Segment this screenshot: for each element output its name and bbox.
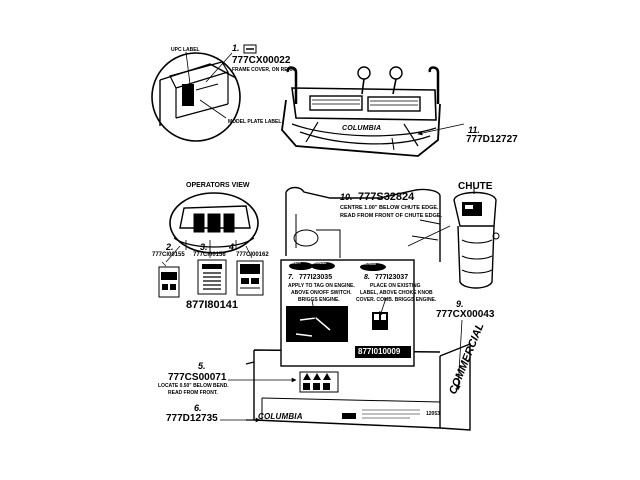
handle-assembly-drawing (281, 66, 465, 157)
callout-1-number: 1. (232, 43, 240, 53)
part-1-icon (243, 44, 257, 54)
callout-5-part: 777CS00071 (168, 372, 227, 383)
callout-6-number: 6. (194, 403, 202, 413)
callout-3-number: 3. (200, 242, 208, 252)
tag-oval-right (360, 263, 386, 271)
callout-1-part: 777CX00022 (232, 55, 291, 66)
model-plate-label-text: MODEL PLATE LABEL (228, 119, 282, 125)
callout-8-part: 777I23037 (375, 274, 409, 281)
tag-oval-mid (311, 262, 335, 270)
decal-set-part: 877I80141 (186, 299, 238, 311)
decal-2-drawing (158, 266, 180, 298)
callout-5-note-1: LOCATE 0.50" BELOW BEND. (158, 383, 229, 389)
decal-4-drawing (236, 260, 264, 296)
callout-7-part: 777I23035 (299, 274, 333, 281)
tag-warning-text: WARNING (312, 261, 327, 265)
tag-safety-text: SAFETY (289, 261, 301, 265)
engine-label-panel (280, 259, 415, 367)
callout-3-part: 777CI00156 (193, 252, 226, 258)
callout-10-note-2: READ FROM FRONT OF CHUTE EDGE. (340, 213, 443, 219)
callout-6-part: 777D12735 (166, 413, 218, 424)
tag-caution-text: CAUTION (362, 262, 376, 266)
callout-8-note-1: PLACE ON EXISTING (370, 283, 421, 289)
callout-7-note-1: APPLY TO TAG ON ENGINE. (288, 283, 355, 289)
callout-5-number: 5. (198, 361, 206, 371)
callout-4-part: 777CI00162 (236, 252, 269, 258)
callout-10-part: 777S32824 (358, 191, 415, 203)
callout-7-number: 7. (288, 274, 294, 281)
engine-label-part: 877I010009 (358, 347, 401, 356)
brand-top: COLUMBIA (342, 125, 382, 132)
callout-9-number: 9. (456, 299, 464, 309)
chute-drawing (453, 184, 500, 289)
callout-8-note-3: COVER. COMB. BRIGGS ENGINE. (356, 297, 437, 303)
operators-view-drawing (169, 192, 259, 254)
callout-10-note-1: CENTRE 1.00" BELOW CHUTE EDGE. (340, 205, 439, 211)
warning-decal-drawing (299, 371, 339, 393)
callout-7-note-3: BRIGGS ENGINE. (298, 297, 340, 303)
decal-3-drawing (197, 259, 227, 295)
operators-view-heading: OPERATORS VIEW (186, 182, 250, 189)
brand-front: COLUMBIA (258, 412, 303, 421)
callout-2-part: 777CI00155 (152, 252, 185, 258)
callout-8-number: 8. (364, 274, 370, 281)
callout-2-number: 2. (166, 242, 174, 252)
callout-4-number: 4. (229, 242, 237, 252)
frame-detail-circle (151, 51, 241, 142)
tag-oval-left (289, 262, 313, 270)
callout-9-part: 777CX00043 (436, 309, 495, 320)
callout-7-note-2: ABOVE ON/OFF SWITCH. (291, 290, 352, 296)
callout-10-number: 10. (340, 192, 353, 202)
model-number-text: 12053 (426, 411, 440, 417)
chute-heading: CHUTE (458, 181, 493, 192)
upc-label-text: UPC LABEL (171, 47, 200, 53)
callout-8-note-2: LABEL, ABOVE CHOKE KNOB (360, 290, 433, 296)
small-plate (342, 413, 356, 419)
callout-11-number: 11. (468, 125, 480, 135)
callout-5-note-2: READ FROM FRONT. (168, 390, 218, 396)
callout-11-part: 777D12727 (466, 134, 518, 145)
callout-1-note: FRAME COVER, ON REAR. (232, 67, 297, 73)
